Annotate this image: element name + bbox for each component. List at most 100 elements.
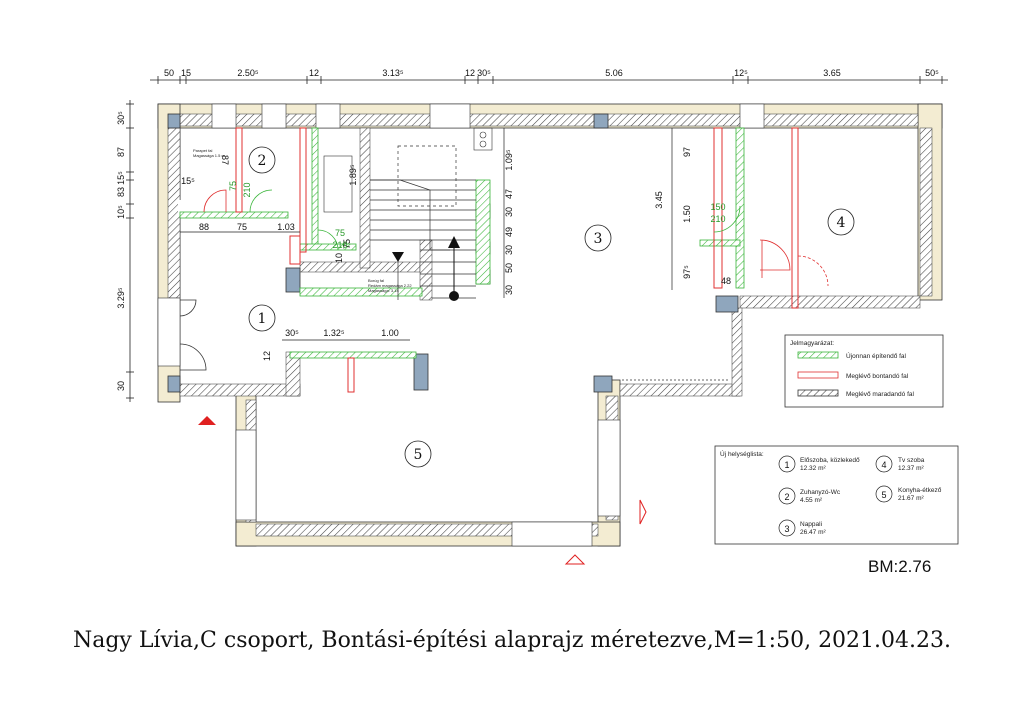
- dim-top-8: 5.06: [605, 68, 623, 78]
- dim-top-9: 12⁵: [734, 68, 748, 78]
- door-height-210a: 210: [242, 182, 252, 197]
- dim-132: 1.32⁵: [323, 328, 345, 338]
- dim-97b: 97⁵: [682, 265, 692, 279]
- room-list-area-1: 12.32 m²: [800, 465, 826, 472]
- dim-87: 87: [220, 155, 230, 165]
- dim-left-1: 30⁵: [116, 111, 126, 125]
- legend-label-existing: Meglévő maradandó fal: [846, 391, 914, 398]
- room-3-number: 3: [594, 231, 603, 247]
- dim-top-4: 12: [309, 68, 319, 78]
- room-list-num-4: 4: [881, 460, 886, 470]
- view-marker-icon: [639, 499, 647, 525]
- room-list-area-2: 4.55 m²: [800, 497, 823, 504]
- dim-top-3: 2.50⁵: [237, 68, 259, 78]
- demolish-walls: [235, 127, 799, 393]
- dim-50: 50: [504, 263, 514, 273]
- dim-left-5: 10⁵: [116, 205, 126, 219]
- room-list-name-3: Nappali: [800, 521, 822, 528]
- legend-swatch-new: [797, 351, 839, 359]
- door-height-210b: 210: [332, 240, 347, 250]
- top-dimension-line: 50 15 2.50⁵ 12 3.13⁵ 12 30⁵ 5.06 12⁵ 3.6…: [150, 68, 948, 84]
- doors: [179, 189, 829, 381]
- door-width-75b: 75: [335, 228, 345, 238]
- room-list-area-4: 12.37 m²: [898, 465, 924, 472]
- note-height: Magassága: 3.14: [368, 288, 399, 293]
- dim-48: 48: [721, 276, 731, 286]
- room-list-name-1: Előszoba, közlekedő: [800, 457, 860, 464]
- room-list-num-5: 5: [881, 490, 886, 500]
- inner-dimensions: 88 75 1.03 1.89⁵ 75 10 1.09⁵ 47 30 49 30…: [180, 128, 731, 361]
- dim-30c: 30: [504, 285, 514, 295]
- dim-top-7: 30⁵: [477, 68, 491, 78]
- dim-12: 12: [262, 351, 272, 361]
- room-list-title: Új helységlista:: [720, 449, 764, 458]
- fixtures: [323, 127, 493, 213]
- dim-left-2: 87: [116, 147, 126, 157]
- dim-left-7: 30: [116, 381, 126, 391]
- dim-88: 88: [199, 222, 209, 232]
- entrance-markers: [198, 416, 647, 565]
- stair-up-arrow-icon: [448, 236, 460, 248]
- door-width-75a: 75: [228, 181, 238, 191]
- legend-swatch-demolish: [797, 371, 839, 379]
- dim-75b: 75: [342, 239, 352, 249]
- dim-top-5: 3.13⁵: [382, 68, 404, 78]
- dim-345: 3.45: [654, 191, 664, 209]
- room-list-area-3: 26.47 m²: [800, 529, 826, 536]
- entrance-marker-icon: [198, 416, 216, 425]
- dim-97a: 97: [682, 147, 692, 157]
- left-dimension-line: 30⁵ 87 15⁵ 83 10⁵ 3.29⁵ 30: [116, 100, 134, 402]
- dim-left-3: 15⁵: [116, 171, 126, 185]
- legend-label-demolish: Meglévő bontandó fal: [846, 373, 909, 380]
- legend-swatch-existing: [797, 389, 839, 397]
- dim-103: 1.03: [277, 222, 295, 232]
- room-list-area-5: 21.67 m²: [898, 495, 924, 502]
- dim-top-11: 50⁵: [925, 68, 939, 78]
- drawing-caption: Nagy Lívia,C csoport, Bontási-építési al…: [72, 628, 952, 653]
- room-list-num-1: 1: [784, 460, 789, 470]
- dim-30d: 30⁵: [285, 328, 299, 338]
- scale-label: BM:2.76: [868, 557, 932, 576]
- dim-top-10: 3.65: [823, 68, 841, 78]
- room-list-box: Új helységlista: 1 Előszoba, közlekedő 1…: [714, 445, 959, 545]
- door-width-150: 150: [710, 202, 725, 212]
- dim-10: 10: [334, 253, 344, 263]
- view-marker-bottom-icon: [564, 554, 586, 565]
- dim-left-6: 3.29⁵: [116, 287, 126, 309]
- room-list-name-2: Zuhanyzó-Wc: [800, 489, 841, 496]
- door-height-210c: 210: [710, 214, 725, 224]
- room-list-num-3: 3: [784, 524, 789, 534]
- dim-47: 47: [504, 189, 514, 199]
- dim-top-2: 15: [181, 68, 191, 78]
- dim-top-1: 50: [164, 68, 174, 78]
- legend-label-new: Újonnan építendő fal: [846, 351, 907, 360]
- dim-75: 75: [237, 222, 247, 232]
- dim-49: 49: [504, 227, 514, 237]
- staircase: [370, 145, 476, 300]
- room-5-number: 5: [414, 447, 423, 463]
- windows: [157, 103, 765, 547]
- door-dimensions: 75 210 75 210 150 210: [228, 181, 726, 250]
- dim-30a: 30: [504, 207, 514, 217]
- dim-109: 1.09⁵: [504, 149, 514, 171]
- stair-start-dot-icon: [449, 291, 459, 301]
- dim-15: 15⁵: [181, 176, 195, 186]
- legend-box: Jelmagyarázat: Újonnan építendő fal Megl…: [784, 334, 944, 408]
- room-list-num-2: 2: [784, 492, 789, 502]
- dim-left-4: 83: [116, 187, 126, 197]
- room-list-name-4: Tv szoba: [898, 457, 925, 464]
- legend-title: Jelmagyarázat:: [790, 340, 834, 347]
- room-1-number: 1: [258, 311, 267, 327]
- wall-notes: Parapet fal Magassága 1.5 m Borúg fal Re…: [193, 148, 412, 293]
- note-sill: Redám magassága 2.22: [368, 283, 412, 288]
- stair-down-arrow-icon: [392, 252, 404, 262]
- dim-150: 1.50: [682, 205, 692, 223]
- dim-30b: 30: [504, 245, 514, 255]
- dim-189: 1.89⁵: [348, 164, 358, 186]
- room-labels: [248, 146, 855, 468]
- room-list-name-5: Konyha-étkező: [898, 487, 942, 494]
- note-wall: Borúg fal: [368, 278, 384, 283]
- room-2-number: 2: [258, 153, 267, 169]
- note-parapet: Parapet fal: [193, 148, 212, 153]
